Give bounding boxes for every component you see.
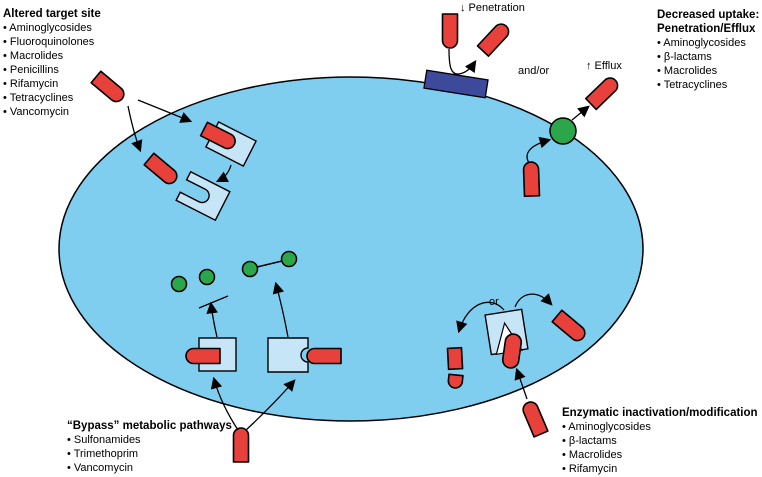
list-item: • Aminoglycosides — [657, 37, 746, 49]
efflux-pump-icon — [549, 117, 577, 145]
antibiotic-entering-bottom — [520, 398, 549, 438]
inhibition-bar — [198, 295, 229, 309]
decreased-uptake-list: Decreased uptake: Penetration/Efflux • A… — [657, 8, 759, 92]
list-item: • Fluoroquinolones — [3, 36, 95, 48]
antibiotic-being-degraded — [501, 333, 523, 369]
arrow-inactivation-left — [456, 301, 505, 334]
arrow-to-bypass-enzyme — [245, 379, 296, 431]
list-item: • Aminoglycosides — [3, 22, 92, 34]
metabolite-bond — [256, 260, 283, 268]
porin-channel — [423, 69, 489, 99]
metabolite-circle — [241, 260, 259, 278]
and-or-label: and/or — [518, 65, 550, 77]
list-item: • Sulfonamides — [67, 434, 141, 446]
list-item: • Trimethoprim — [67, 448, 139, 460]
list-item: • Tetracyclines — [657, 79, 728, 91]
list-item: • Vancomycin — [67, 462, 134, 474]
decreased-uptake-title-line2: Penetration/Efflux — [657, 23, 756, 35]
arrow-efflux-out — [571, 105, 590, 121]
list-item: • Penicillins — [3, 64, 59, 76]
altered-target-site-list: Altered target site • Aminoglycosides • F… — [3, 7, 101, 119]
arrow-target-altered — [215, 164, 232, 183]
list-item: • Macrolides — [3, 50, 64, 62]
decreased-uptake-title-line1: Decreased uptake: — [657, 9, 760, 21]
list-item: • β-lactams — [562, 435, 617, 447]
list-item: • Macrolides — [657, 65, 718, 77]
list-item: • Rifamycin — [562, 463, 618, 475]
efflux-label: ↑ Efflux — [586, 60, 622, 72]
enzymatic-inactivation-title: Enzymatic inactivation/modification — [562, 407, 758, 419]
antibiotic-fragment-top — [446, 346, 464, 371]
arrow-modification-right — [514, 293, 553, 308]
antibiotic-fragment-bottom — [446, 373, 464, 390]
list-item: • Vancomycin — [3, 106, 70, 118]
or-label: or — [489, 296, 499, 308]
list-item: • Tetracyclines — [3, 92, 74, 104]
arrow-pathway-product — [272, 281, 289, 338]
list-item: • Rifamycin — [3, 78, 59, 90]
arrow-penetration-bounce — [448, 48, 477, 75]
arrow-to-enzyme — [514, 367, 528, 400]
bypass-enzyme — [267, 337, 309, 373]
antibiotic-entering — [232, 427, 250, 463]
antibiotic-approaching — [441, 13, 459, 49]
antibiotic-repelled — [476, 20, 513, 57]
antibiotic-effluxed — [584, 74, 622, 111]
bypass-pathways-list: “Bypass” metabolic pathways • Sulfonamid… — [67, 419, 232, 475]
bypass-pathways-title: “Bypass” metabolic pathways — [67, 420, 232, 432]
arrow-to-blocked-enzyme — [210, 376, 239, 431]
metabolite-circle — [198, 268, 216, 286]
list-item: • β-lactams — [657, 51, 712, 63]
antibiotic-not-binding — [306, 347, 342, 365]
metabolite-circle — [280, 250, 298, 268]
arrow-pathway-blocked — [206, 301, 218, 338]
altered-target-site-title: Altered target site — [3, 8, 101, 20]
penetration-label: ↓ Penetration — [460, 2, 525, 14]
metabolite-circle — [170, 275, 188, 293]
arrow-to-efflux-pump — [526, 136, 552, 164]
antibiotic-inside-cell — [522, 160, 541, 198]
altered-target-protein — [175, 170, 231, 222]
arrow-to-bound-target — [137, 99, 193, 123]
antibiotic-bound-to-enzyme — [185, 347, 221, 365]
list-item: • Macrolides — [562, 449, 623, 461]
arrow-to-free-antibiotic — [127, 105, 143, 153]
list-item: • Aminoglycosides — [562, 421, 651, 433]
enzymatic-inactivation-list: Enzymatic inactivation/modification • Am… — [562, 406, 758, 476]
